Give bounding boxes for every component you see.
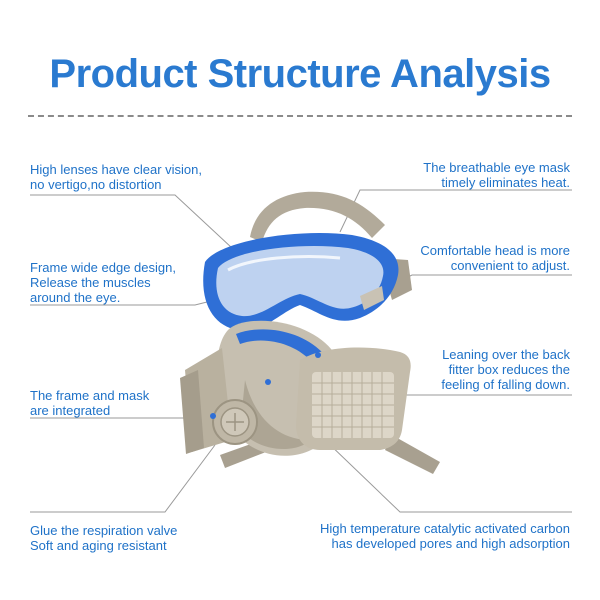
- goggles: [203, 233, 399, 331]
- note-filter-box: Leaning over the back fitter box reduces…: [441, 347, 570, 392]
- note-glue-valve: Glue the respiration valve Soft and agin…: [30, 523, 178, 553]
- right-filter-cartridge: [265, 347, 411, 450]
- mask-shadow: [240, 380, 310, 450]
- note-frame-edge: Frame wide edge design, Release the musc…: [30, 260, 176, 305]
- leader-line-head-adjust: [397, 274, 572, 283]
- note-high-lenses: High lenses have clear vision, no vertig…: [30, 162, 202, 192]
- note-frame-mask: The frame and mask are integrated: [30, 388, 150, 418]
- left-cartridge-face: [180, 370, 204, 454]
- leader-line-carbon: [324, 439, 572, 513]
- mask-blue-seal: [236, 329, 322, 360]
- lower-strap-right: [385, 435, 440, 474]
- leader-line-high-lenses: [30, 194, 233, 249]
- title-divider: [28, 115, 572, 117]
- note-carbon: High temperature catalytic activated car…: [319, 521, 570, 551]
- page-title: Product Structure Analysis: [49, 52, 551, 96]
- goggle-lens: [216, 246, 384, 317]
- top-strap: [250, 191, 385, 242]
- leader-line-glue-valve: [30, 444, 216, 513]
- right-cartridge-blue-clip-top: [315, 352, 321, 358]
- leader-line-breathable: [339, 189, 572, 233]
- right-cartridge-grid: [312, 372, 394, 438]
- goggle-vent: [360, 286, 384, 310]
- goggle-lens-highlight: [227, 255, 341, 272]
- note-breathable: The breathable eye mask timely eliminate…: [423, 160, 570, 190]
- note-head-adjust: Comfortable head is more convenient to a…: [420, 243, 570, 273]
- exhalation-valve: [210, 399, 258, 445]
- valve-blue-clip: [210, 413, 216, 419]
- right-cartridge-blue-clip-side: [265, 379, 271, 385]
